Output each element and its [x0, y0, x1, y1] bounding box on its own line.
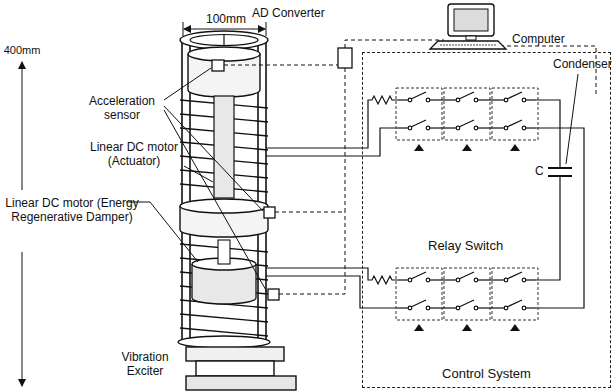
part-label: Condenser [553, 57, 612, 71]
part-label: Vibration Exciter [112, 350, 178, 378]
part-label: Linear DC motor (Energy Regenerative Dam… [0, 196, 144, 224]
part-label: AD Converter [252, 6, 325, 20]
part-label: Relay Switch [428, 238, 503, 253]
part-label: Computer [512, 32, 565, 46]
dimension-label: 100mm [206, 12, 244, 26]
component-symbol-label: C [535, 164, 544, 178]
part-label: Acceleration sensor [82, 94, 162, 122]
part-label: Linear DC motor (Actuator) [84, 140, 184, 168]
dimension-label: 400mm [2, 44, 42, 57]
region-title: Control System [363, 366, 610, 381]
control-system-frame: Control System [362, 52, 611, 388]
